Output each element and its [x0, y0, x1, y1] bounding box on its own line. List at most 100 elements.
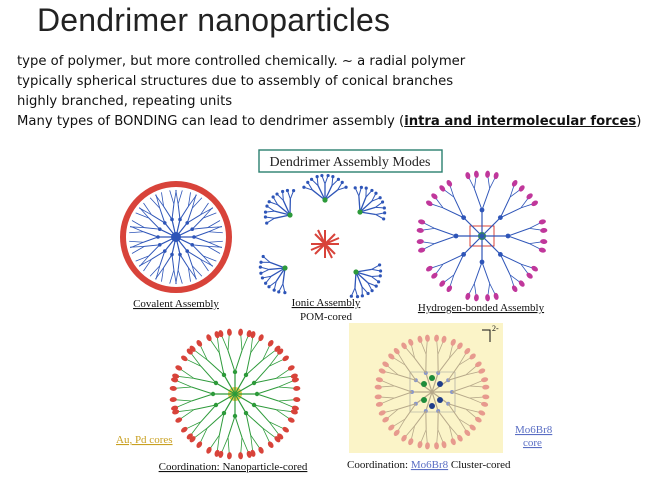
end-group	[408, 338, 414, 346]
sub-branch	[245, 412, 264, 429]
end-branch	[207, 220, 221, 228]
end-branch	[191, 194, 197, 209]
end-group	[475, 416, 482, 423]
sub-branch	[151, 214, 166, 224]
cluster-atom	[421, 381, 427, 387]
ionic-tip	[378, 196, 382, 200]
sub-branch	[448, 403, 467, 410]
branch	[223, 393, 236, 414]
end-group	[431, 272, 438, 279]
bullet-4: Many types of BONDING can lead to dendri…	[17, 112, 647, 132]
ionic-tip	[374, 284, 378, 288]
end-group	[206, 446, 212, 454]
end-branch	[169, 190, 175, 205]
sub-branch	[193, 231, 209, 238]
ionic-branch	[324, 185, 333, 201]
ionic-tip	[320, 173, 324, 178]
ionic-tip	[374, 191, 378, 195]
end-group	[526, 272, 533, 279]
ionic-branch	[355, 271, 363, 288]
bullet-2: typically spherical structures due to as…	[17, 74, 454, 89]
end-group	[169, 397, 177, 402]
figure-header-box	[258, 149, 443, 173]
sub-branch	[451, 391, 470, 399]
end-group	[450, 338, 456, 346]
sub-branch	[499, 254, 511, 276]
ionic-branch	[359, 206, 376, 213]
ionic-dendrimer-drawing	[258, 173, 387, 299]
end-group	[538, 219, 546, 225]
end-group	[485, 294, 490, 302]
end-group	[478, 410, 486, 416]
ionic-tip	[315, 175, 319, 179]
sub-branch	[499, 196, 511, 218]
ionic-tip	[283, 291, 287, 295]
end-branch	[138, 207, 152, 216]
end-group	[169, 386, 177, 391]
end-group	[246, 450, 252, 458]
end-group	[457, 342, 463, 350]
end-branch	[207, 245, 222, 248]
end-group	[425, 442, 430, 450]
end-group	[431, 193, 438, 200]
end-group	[493, 292, 499, 300]
ionic-tip	[267, 285, 271, 289]
branch	[223, 374, 236, 395]
caption-coordination-cluster: Coordination: Mo6Br8 Cluster-cored	[347, 459, 511, 471]
end-branch	[143, 202, 152, 216]
ionic-branch	[355, 271, 372, 278]
sub-branch	[151, 250, 166, 260]
ionic-tip	[377, 280, 381, 284]
ionic-tip	[360, 294, 364, 298]
end-group	[457, 434, 463, 442]
sub-branch	[453, 254, 465, 276]
sub-branch	[200, 404, 217, 423]
ionic-tip	[380, 200, 385, 204]
ionic-dendron-core	[357, 209, 363, 215]
sub-branch	[143, 236, 159, 243]
sub-branch	[179, 254, 189, 268]
end-branch	[129, 240, 144, 243]
end-branch	[187, 267, 191, 282]
end-branch	[169, 269, 175, 284]
branch	[481, 217, 501, 237]
sub-branch	[473, 261, 483, 284]
sub-branch	[253, 377, 277, 384]
nanoparticle-dendrimer-drawing	[169, 328, 301, 460]
ionic-tip	[272, 288, 276, 292]
end-group	[218, 330, 224, 338]
sub-branch	[193, 404, 217, 411]
ionic-tip	[275, 192, 279, 196]
sub-branch	[148, 217, 161, 230]
charge-label: 2-	[492, 324, 499, 333]
sub-branch	[447, 364, 460, 381]
end-group	[493, 172, 499, 180]
branch	[175, 219, 181, 238]
sub-branch	[191, 393, 214, 402]
ionic-tip	[263, 215, 268, 219]
ionic-tip	[259, 271, 263, 275]
end-group	[196, 441, 203, 448]
ionic-branch	[359, 200, 373, 213]
end-group	[474, 294, 479, 302]
slide-title: Dendrimer nanoparticles	[37, 2, 391, 38]
ionic-tip	[364, 186, 368, 190]
end-branch	[191, 197, 203, 209]
branch	[215, 393, 236, 406]
bullet-3: highly branched, repeating units	[17, 94, 233, 109]
end-group	[293, 397, 301, 402]
ionic-tip	[261, 254, 265, 259]
end-group	[171, 405, 179, 411]
ionic-tip	[271, 195, 275, 199]
end-group	[469, 424, 476, 431]
sub-branch	[447, 403, 460, 420]
ionic-tip	[260, 276, 265, 280]
end-group	[441, 441, 447, 449]
branch	[425, 391, 433, 412]
end-group	[258, 446, 264, 454]
end-branch	[129, 231, 144, 234]
end-group	[434, 442, 439, 450]
sub-branch	[394, 391, 413, 399]
